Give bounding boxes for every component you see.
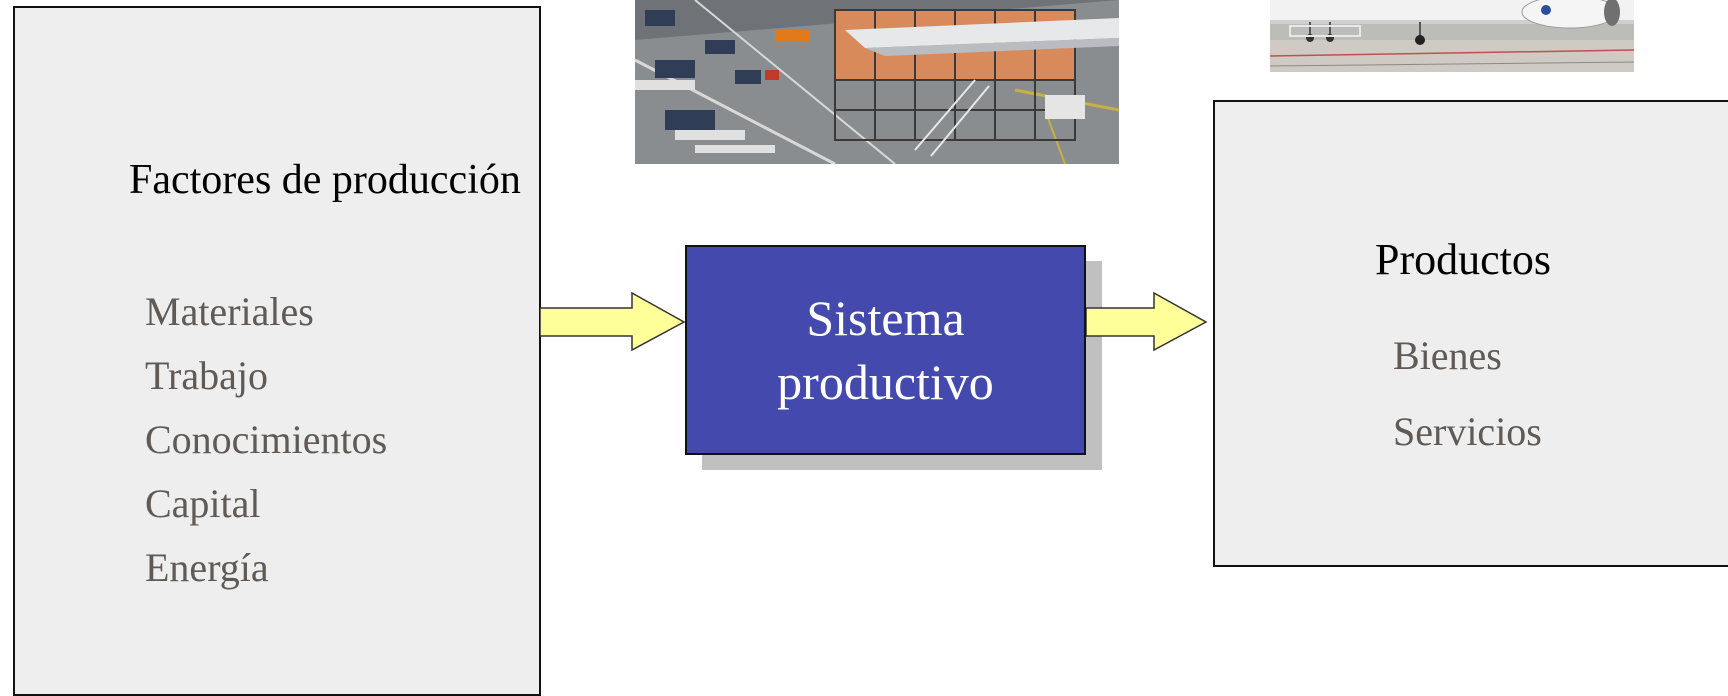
output-arrow-icon xyxy=(1086,291,1208,352)
inputs-box: Factores de producción Materiales Trabaj… xyxy=(13,6,541,696)
input-item-materiales: Materiales xyxy=(145,289,314,334)
inputs-list: Materiales Trabajo Conocimientos Capital… xyxy=(145,280,387,600)
process-box: Sistema productivo xyxy=(685,245,1086,455)
process-label-line1: Sistema xyxy=(806,290,965,346)
output-item-servicios: Servicios xyxy=(1393,409,1542,454)
outputs-box: Productos Bienes Servicios xyxy=(1213,100,1728,567)
input-item-conocimientos: Conocimientos xyxy=(145,417,388,462)
input-item-energia: Energía xyxy=(145,545,269,590)
output-item-bienes: Bienes xyxy=(1393,333,1502,378)
input-arrow-icon xyxy=(540,291,686,352)
inputs-title: Factores de producción xyxy=(129,157,521,203)
process-label-line2: productivo xyxy=(777,354,994,410)
input-item-trabajo: Trabajo xyxy=(145,353,268,398)
factory-photo xyxy=(635,0,1119,164)
outputs-list: Bienes Servicios xyxy=(1393,318,1542,470)
airplane-photo xyxy=(1270,0,1634,72)
input-item-capital: Capital xyxy=(145,481,261,526)
outputs-title: Productos xyxy=(1375,235,1551,284)
